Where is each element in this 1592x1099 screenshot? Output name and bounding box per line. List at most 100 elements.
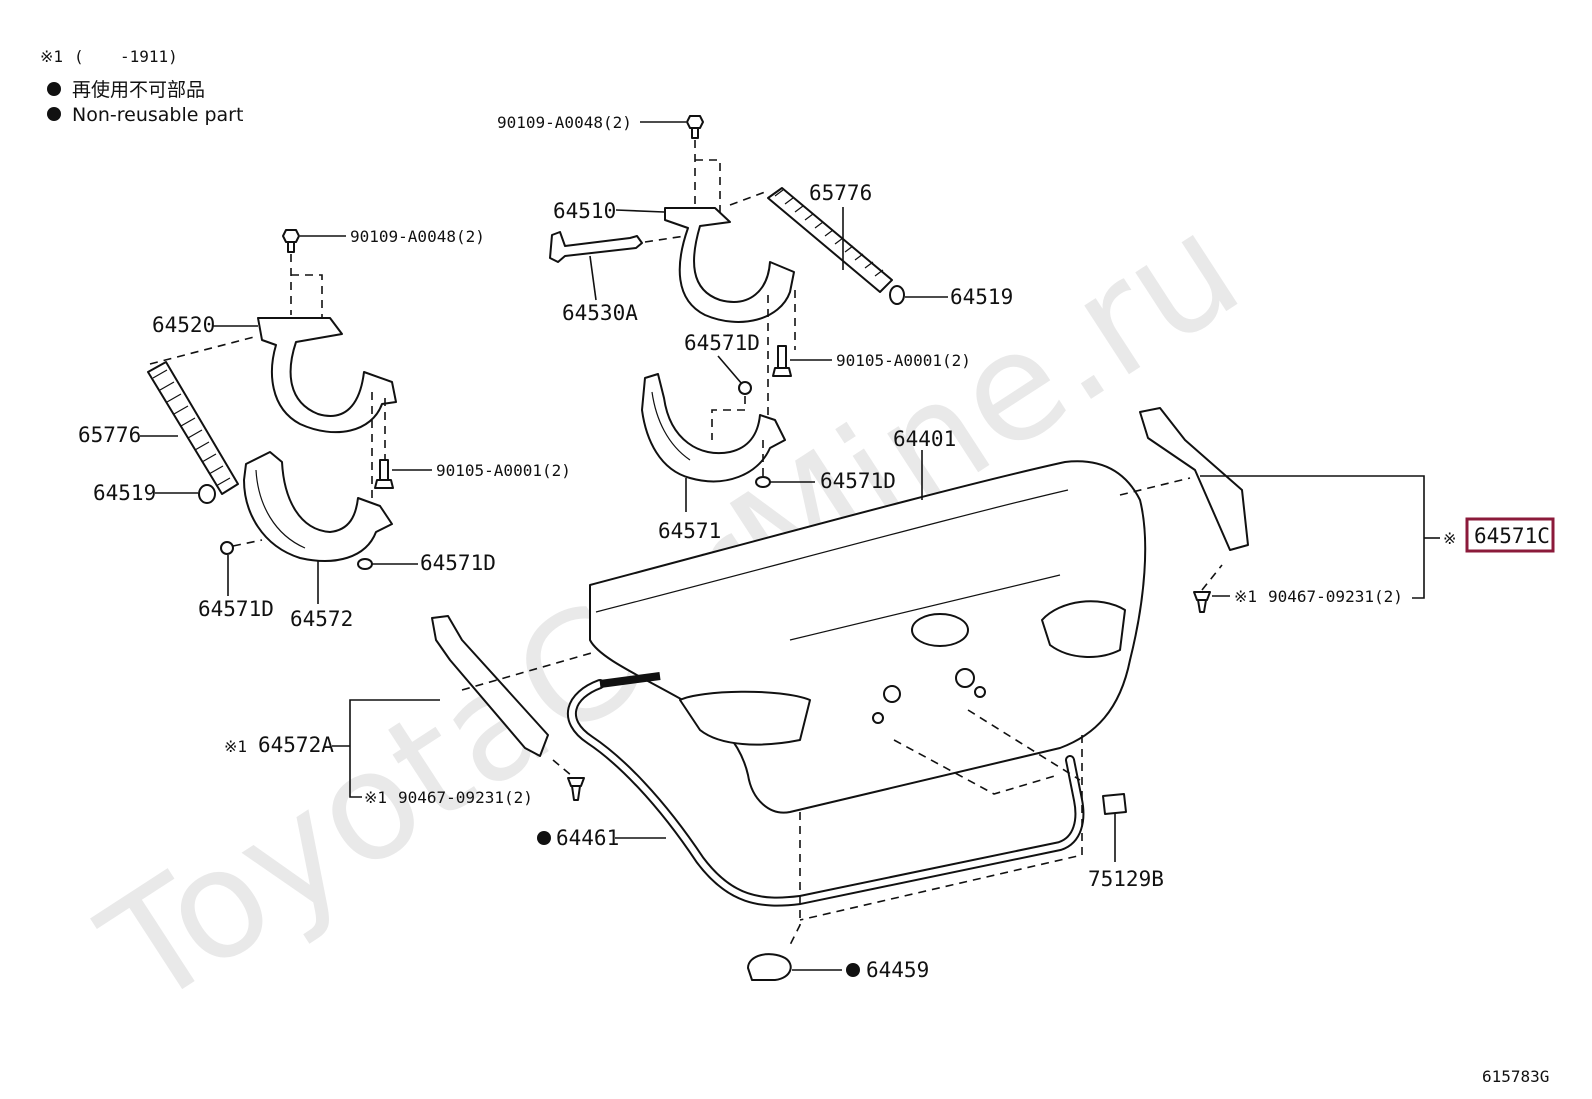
retainer-rh	[889, 285, 905, 305]
bolt-shank	[287, 241, 295, 253]
assembly-dash	[767, 290, 796, 420]
legend: ※1 ( -1911) 再使用不可部品 Non-reusable part	[40, 47, 243, 126]
hole	[955, 668, 975, 688]
legend-en: Non-reusable part	[72, 104, 243, 126]
cover-lh-edge	[255, 469, 306, 549]
label-trim-rh[interactable]: 64571C	[1474, 524, 1550, 548]
label-trim-lh: 64572A	[258, 733, 334, 757]
label-bolt-hinge-rh: 90109-A0048(2)	[497, 113, 632, 132]
assembly-dash	[729, 191, 766, 206]
bolt-icon	[374, 479, 394, 489]
retainer-lh	[198, 484, 216, 504]
lid-line	[789, 574, 1061, 641]
label-clip-b: 64571D	[820, 469, 896, 493]
label-cushion: 75129B	[1088, 867, 1164, 891]
hole	[883, 685, 901, 703]
labels: 90109-A0048(2) 64510 64530A 65776 64519 …	[78, 113, 1550, 1086]
bracket-line	[349, 699, 440, 798]
cover-lh	[243, 451, 393, 562]
lid-crease	[595, 489, 1069, 613]
assembly-dash	[461, 651, 596, 691]
spring-lh	[147, 361, 239, 495]
label-clip-d: 64571D	[198, 597, 274, 621]
label-retainer-lh: 64519	[93, 481, 156, 505]
figure-code: 615783G	[1482, 1067, 1549, 1086]
bullet-icon	[47, 82, 61, 96]
label-cover-lh: 64572	[290, 607, 353, 631]
cover-rh	[641, 373, 786, 483]
hinge-lh	[257, 317, 397, 434]
cushion-group	[1102, 793, 1127, 862]
label-spring-rh: 65776	[809, 181, 872, 205]
weatherstrip-top	[599, 672, 661, 688]
label-trim-lh-mark: ※1	[224, 737, 247, 756]
assembly-dash	[1201, 564, 1223, 591]
bullet-icon	[537, 831, 551, 845]
label-clip-rh: 90467-09231(2)	[1268, 587, 1403, 606]
hole	[974, 686, 986, 698]
weatherstrip-inner	[568, 681, 1083, 905]
legend-note1-mark: ※1	[40, 47, 63, 66]
bolt-shank	[691, 127, 699, 139]
label-bumper: 64459	[866, 958, 929, 982]
bolt-icon	[282, 229, 300, 243]
label-bolt-cover-rh: 90105-A0001(2)	[836, 351, 971, 370]
spring-coils	[152, 369, 231, 487]
bolt-icon	[686, 115, 704, 129]
bolt-shank	[777, 345, 787, 369]
highlight-box	[1465, 517, 1555, 553]
label-hinge-lh: 64520	[152, 313, 215, 337]
label-cover-rh: 64571	[658, 519, 721, 543]
torsion-rod	[549, 231, 643, 263]
label-retainer-rh: 64519	[950, 285, 1013, 309]
weatherstrip-group	[537, 672, 1085, 921]
label-lid: 64401	[893, 427, 956, 451]
assembly-dash	[799, 709, 1083, 921]
label-clip-c: 64571D	[420, 551, 496, 575]
trim-rh	[1139, 407, 1249, 551]
legend-note1-range: -1911)	[120, 47, 178, 66]
assembly-dash	[232, 539, 263, 547]
clip-icon	[220, 541, 234, 555]
bumper	[747, 953, 792, 981]
assembly-dash	[711, 396, 746, 440]
label-bolt-cover-lh: 90105-A0001(2)	[436, 461, 571, 480]
assembly-dash	[290, 254, 323, 325]
leader-line	[717, 355, 743, 385]
bumper-group	[747, 812, 860, 981]
lid-recess-rh	[1041, 600, 1126, 658]
leader-line	[589, 255, 597, 301]
trim-lh	[431, 615, 549, 757]
clip-lh-icon	[567, 777, 585, 801]
bullet-icon	[47, 107, 61, 121]
cushion	[1102, 793, 1127, 815]
trim-rh-group	[1119, 407, 1555, 613]
lid-recess-lh	[679, 690, 811, 746]
label-hinge-rh: 64510	[553, 199, 616, 223]
assembly-dash	[1119, 477, 1191, 496]
label-torsion-rod: 64530A	[562, 301, 638, 325]
bullet-icon	[846, 963, 860, 977]
bolt-icon	[772, 367, 792, 377]
clip-rh-icon	[1193, 591, 1211, 613]
label-clip-lh-mark: ※1	[364, 788, 387, 807]
label-clip-rh-mark: ※1	[1234, 587, 1257, 606]
hole	[872, 712, 884, 724]
label-trim-rh-mark: ※	[1443, 529, 1456, 548]
trunk-lid-group	[589, 450, 1147, 814]
label-spring-lh: 65776	[78, 423, 141, 447]
assembly-dash	[644, 235, 686, 243]
assembly-dash	[552, 759, 573, 777]
legend-jp: 再使用不可部品	[72, 79, 205, 101]
cover-rh-edge	[651, 391, 691, 461]
legend-note1-open: (	[74, 47, 84, 66]
cover-lh-group	[220, 451, 418, 604]
assembly-dash	[789, 812, 801, 946]
clip-icon	[738, 381, 752, 395]
hinge-rh	[664, 207, 795, 323]
hinge-rh-group	[549, 115, 948, 420]
hinge-lh-group	[140, 229, 432, 530]
clip-icon	[357, 558, 373, 570]
